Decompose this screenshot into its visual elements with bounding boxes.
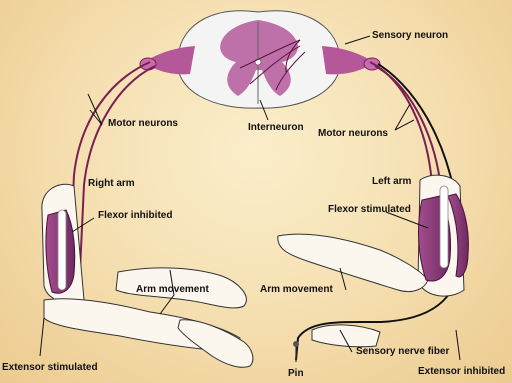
label-flexor-inhibited: Flexor inhibited — [98, 210, 172, 222]
label-pin: Pin — [288, 368, 304, 380]
label-flexor-stimulated: Flexor stimulated — [328, 204, 411, 216]
label-left-arm: Left arm — [372, 176, 411, 188]
pin-icon — [293, 341, 299, 362]
label-sensory-nerve-fiber: Sensory nerve fiber — [356, 346, 449, 358]
label-interneuron: Interneuron — [248, 122, 304, 134]
label-extensor-inhibited: Extensor inhibited — [418, 366, 505, 378]
motor-nerve-left — [70, 62, 155, 270]
dorsal-root-ganglion-right — [322, 46, 380, 74]
label-motor-neurons-right: Motor neurons — [318, 128, 388, 140]
label-motor-neurons-left: Motor neurons — [108, 118, 178, 130]
label-extensor-stimulated: Extensor stimulated — [2, 362, 98, 374]
humerus-bone-left — [440, 186, 448, 268]
label-arm-movement-left: Arm movement — [136, 284, 209, 296]
humerus-bone-right — [58, 210, 66, 290]
label-right-arm: Right arm — [88, 178, 135, 190]
label-arm-movement-right: Arm movement — [260, 284, 333, 296]
label-sensory-neuron: Sensory neuron — [372, 30, 448, 42]
